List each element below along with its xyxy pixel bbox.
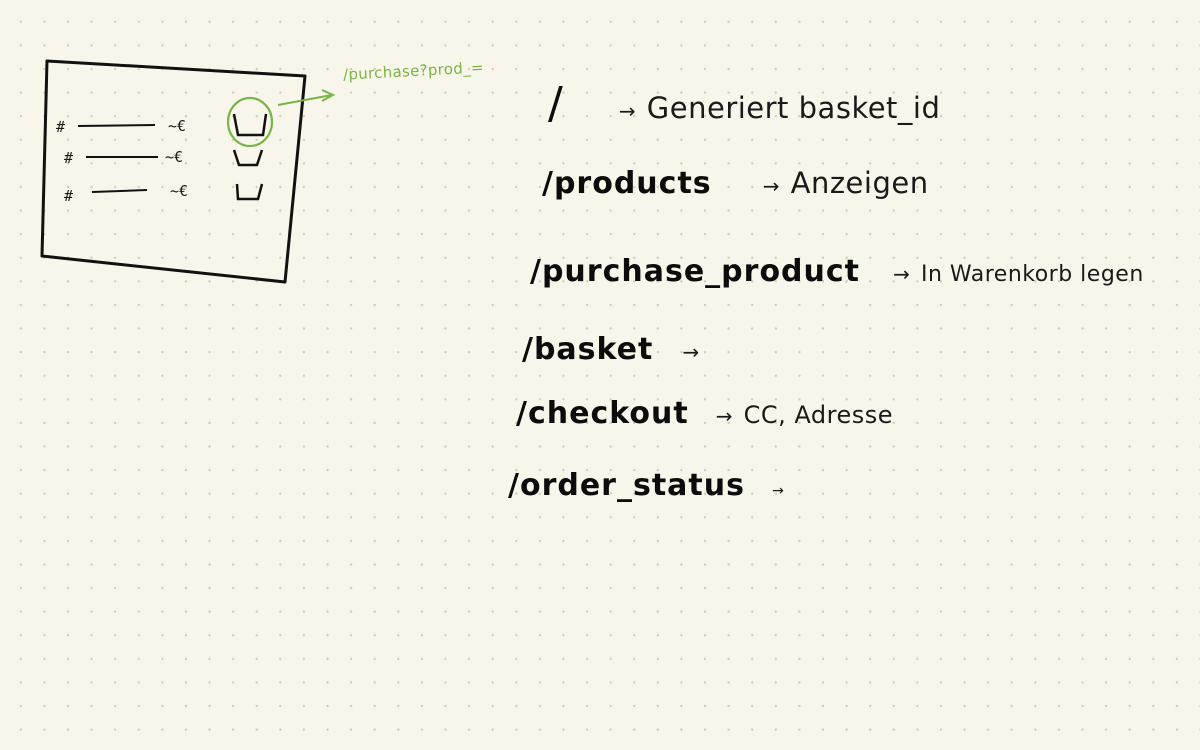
row-name-line <box>91 189 148 193</box>
basket-icon[interactable] <box>232 149 264 167</box>
route-row-order-status: /order_status → <box>508 468 790 503</box>
wireframe-row: # ~€ <box>64 148 264 167</box>
row-hash: # <box>56 118 65 136</box>
route-path[interactable]: /products <box>542 166 712 201</box>
route-path[interactable]: /basket <box>522 332 654 367</box>
route-path[interactable]: /checkout <box>516 396 689 431</box>
route-path[interactable]: /order_status <box>508 468 745 503</box>
route-row-root: / → Generiert basket_id <box>548 78 940 129</box>
arrow-icon: → <box>772 483 784 499</box>
row-price: ~€ <box>168 117 186 135</box>
arrow-head <box>321 89 336 102</box>
row-price: ~€ <box>165 148 183 166</box>
annotation-arrow <box>277 94 333 106</box>
row-name-line <box>77 124 156 127</box>
row-price: ~€ <box>170 182 188 200</box>
wireframe-frame <box>40 59 307 284</box>
route-note: Anzeigen <box>790 166 929 200</box>
route-note: Generiert basket_id <box>646 91 941 125</box>
arrow-icon: → <box>682 340 700 364</box>
highlight-circle <box>226 96 274 148</box>
arrow-icon: → <box>618 99 636 123</box>
route-path[interactable]: / <box>548 78 564 129</box>
route-row-products: /products → Anzeigen <box>542 166 929 201</box>
wireframe-row: # ~€ <box>64 182 264 205</box>
route-row-purchase-product: /purchase_product → In Warenkorb legen <box>530 254 1144 289</box>
row-hash: # <box>64 149 73 167</box>
route-row-checkout: /checkout → CC, Adresse <box>516 396 893 431</box>
basket-icon[interactable] <box>232 113 268 137</box>
route-row-basket: /basket → <box>522 332 705 367</box>
wireframe-row: # ~€ <box>56 113 268 137</box>
arrow-icon: → <box>715 404 733 428</box>
basket-icon[interactable] <box>235 183 264 201</box>
arrow-icon: → <box>762 174 780 198</box>
row-hash: # <box>64 187 73 205</box>
route-note: CC, Adresse <box>743 401 894 429</box>
route-note: In Warenkorb legen <box>920 262 1144 287</box>
arrow-icon: → <box>893 262 910 286</box>
route-path[interactable]: /purchase_product <box>530 254 861 289</box>
